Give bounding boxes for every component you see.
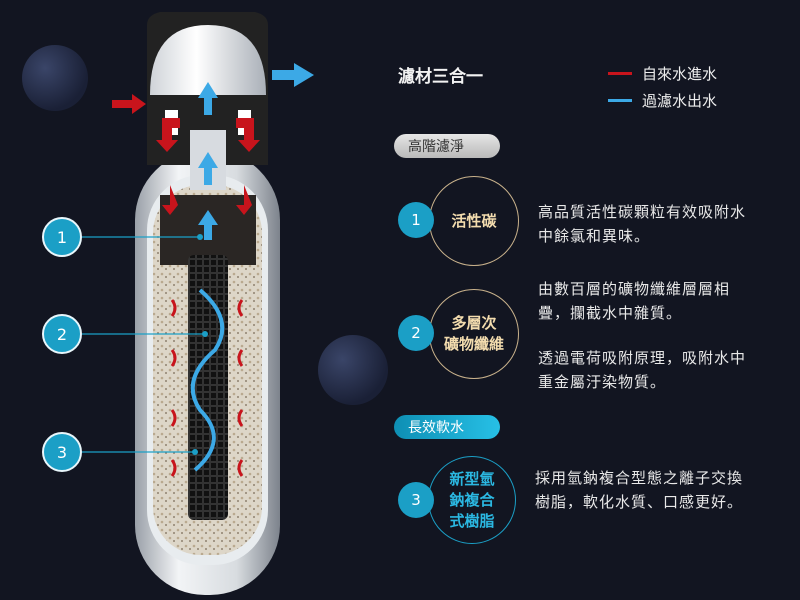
stage-description: 透過電荷吸附原理，吸附水中重金屬汙染物質。 [538, 349, 747, 391]
stage-number: 2 [398, 315, 434, 351]
stage-ring-3: 新型氫鈉複合式樹脂 [428, 456, 516, 544]
section-pill-advanced: 高階濾淨 [394, 134, 500, 158]
bubble-decoration [318, 335, 388, 405]
flow-arrows [170, 299, 244, 477]
outlet-arrow [198, 63, 314, 240]
stage-name: 多層次 [451, 314, 497, 332]
stage-name: 新型氫 [449, 469, 495, 488]
legend-outlet: 過濾水出水 [608, 90, 717, 111]
filter-cartridge-illustration [82, 12, 314, 595]
blue-line-icon [608, 99, 632, 102]
inlet-arrow [112, 94, 260, 215]
legend-inlet: 自來水進水 [608, 63, 717, 84]
stage-description: 由數百層的礦物纖維層層相疊，攔截水中雜質。 [538, 280, 731, 322]
bubble-decoration [22, 45, 88, 111]
stage-description: 採用氫鈉複合型態之離子交換樹脂，軟化水質、口感更好。 [535, 469, 744, 511]
stage-number: 1 [398, 202, 434, 238]
legend-label: 過濾水出水 [642, 92, 718, 110]
stage-ring-1: 活性碳 [429, 176, 519, 266]
callout-2: 2 [42, 314, 82, 354]
stage-ring-2: 多層次礦物纖維 [429, 289, 519, 379]
red-line-icon [608, 72, 632, 75]
stage-number: 3 [398, 482, 434, 518]
stage-description: 高品質活性碳顆粒有效吸附水中餘氯和異味。 [538, 203, 747, 245]
legend-label: 自來水進水 [642, 65, 718, 83]
callout-1: 1 [42, 217, 82, 257]
stage-name: 礦物纖維 [443, 335, 504, 353]
page-title: 濾材三合一 [398, 67, 483, 87]
stage-name: 式樹脂 [449, 511, 495, 530]
stage-name: 活性碳 [451, 211, 497, 230]
stage-name: 鈉複合 [449, 490, 495, 509]
callout-3: 3 [42, 432, 82, 472]
section-pill-softening: 長效軟水 [394, 415, 500, 439]
